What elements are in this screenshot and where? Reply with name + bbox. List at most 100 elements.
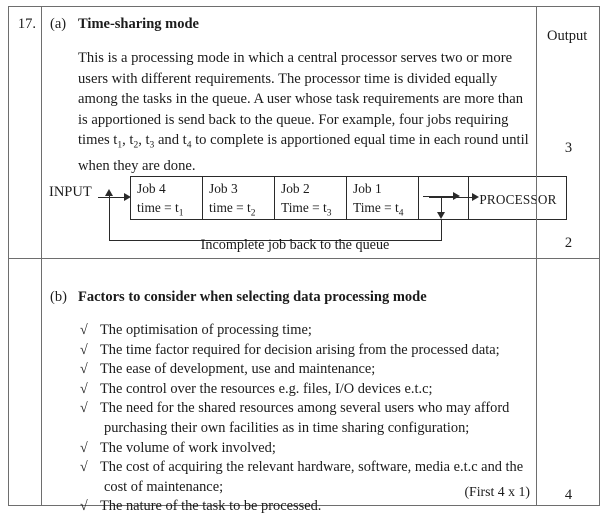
job-time: time = t2: [209, 198, 269, 223]
times-mid-1: , t: [122, 132, 134, 148]
marks-value-b: 4: [564, 487, 573, 503]
diagram-input-label: INPUT: [49, 184, 92, 200]
job-time-subscript: 4: [398, 208, 404, 219]
list-item: √ The volume of work involved;: [78, 439, 548, 459]
marking-note: (First 4 x 1): [464, 484, 530, 499]
times-suffix: to complete is apportioned equal time in…: [191, 132, 529, 148]
queue-transfer-cell: [419, 177, 469, 219]
output-to-feedback-line: [441, 197, 442, 215]
job-time: Time = t3: [281, 198, 341, 223]
check-icon: √: [80, 460, 88, 476]
list-item-text: The volume of work involved;: [100, 439, 276, 456]
subscript-4: 4: [186, 140, 192, 151]
answer-body-a: (a) Time-sharing mode This is a processi…: [42, 7, 567, 258]
list-item: √ The control over the resources e.g. fi…: [78, 380, 548, 400]
list-item-text: The optimisation of processing time;: [100, 322, 312, 338]
times-mid-3: and t: [154, 132, 187, 148]
marks-value-a: 3: [564, 140, 573, 156]
job-time-prefix: Time = t: [281, 200, 327, 215]
feedback-vertical-line: [109, 195, 110, 240]
output-connector-line: [429, 197, 476, 198]
times-prefix: times t: [78, 132, 118, 148]
list-item: √ The need for the shared resources amon…: [78, 399, 548, 438]
job-time: Time = t4: [353, 198, 413, 223]
input-arrow-icon: [124, 193, 131, 201]
job-title: Job 3: [209, 181, 238, 196]
output-arrow-icon: [472, 193, 479, 201]
list-item-text: The need for the shared resources among …: [100, 400, 510, 417]
job-time: time = t1: [137, 198, 197, 223]
check-icon: √: [80, 342, 88, 358]
check-icon: √: [80, 401, 88, 417]
job-time-prefix: Time = t: [353, 200, 399, 215]
list-item: √ The optimisation of processing time;: [78, 321, 548, 341]
transfer-line: [423, 196, 456, 197]
job-time-subscript: 2: [250, 208, 256, 219]
check-icon: √: [80, 499, 88, 515]
job-time-subscript: 3: [326, 208, 332, 219]
queue-cell-job-4: Job 4 time = t1: [131, 177, 203, 219]
part-b-heading: Factors to consider when selecting data …: [78, 289, 427, 305]
paragraph-line: among the tasks in the queue. A user who…: [78, 91, 523, 107]
feedback-up-arrow-icon: [105, 189, 113, 196]
diagram-output-label: Output: [547, 28, 588, 44]
job-time-subscript: 1: [178, 208, 184, 219]
part-a-paragraph: This is a processing mode in which a cen…: [78, 48, 538, 176]
list-item-continuation: purchasing their own facilities as in ti…: [104, 419, 470, 436]
list-item-text: The cost of acquiring the relevant hardw…: [100, 459, 524, 476]
subscript-3: 3: [149, 140, 155, 151]
diagram-caption: Incomplete job back to the queue: [200, 237, 390, 253]
list-item-text: The ease of development, use and mainten…: [100, 361, 376, 378]
paragraph-line-with-subscripts: times t1, t2, t3 and t4 to complete is a…: [78, 130, 538, 156]
question-number-cell-b: [9, 259, 42, 506]
input-connector-line: [98, 197, 128, 198]
queue-cell-job-1: Job 1 Time = t4: [347, 177, 419, 219]
question-row-b: (b) Factors to consider when selecting d…: [9, 259, 600, 514]
list-item: √ The time factor required for decision …: [78, 341, 548, 361]
answer-body-b: (b) Factors to consider when selecting d…: [42, 259, 536, 514]
times-mid-2: , t: [138, 132, 150, 148]
check-icon: √: [80, 323, 88, 338]
paragraph-last-line: when they are done.: [78, 157, 196, 174]
list-item: √ The ease of development, use and maint…: [78, 360, 548, 380]
factors-list: √ The optimisation of processing time; √…: [78, 321, 548, 517]
part-a-letter: (a): [50, 16, 67, 32]
job-title: Job 2: [281, 181, 310, 196]
queue-cell-job-2: Job 2 Time = t3: [275, 177, 347, 219]
part-a-heading: Time-sharing mode: [78, 16, 199, 32]
part-b-letter: (b): [50, 289, 67, 305]
question-number-cell: 17.: [9, 7, 42, 258]
marks-value-diagram: 2: [564, 235, 573, 251]
subscript-2: 2: [133, 140, 139, 151]
marks-cell-b: 4: [536, 259, 600, 506]
exam-answer-table: 17. (a) Time-sharing mode This is a proc…: [8, 6, 600, 514]
list-item: √ The nature of the task to be processed…: [78, 497, 548, 517]
job-time-prefix: time = t: [209, 200, 251, 215]
list-item: √ The cost of acquiring the relevant har…: [78, 458, 548, 497]
queue-cell-job-3: Job 3 time = t2: [203, 177, 275, 219]
processor-cell: PROCESSOR: [479, 191, 557, 207]
list-item-text: The nature of the task to be processed.: [100, 498, 322, 515]
check-icon: √: [80, 362, 88, 378]
time-sharing-diagram: INPUT Job 4 time = t1 Job 3: [42, 162, 567, 257]
check-icon: √: [80, 440, 88, 456]
feedback-down-arrow-icon: [437, 212, 445, 219]
paragraph-line: This is a processing mode in which a cen…: [78, 50, 513, 66]
feedback-horizontal-line: [109, 240, 442, 241]
feedback-return-vertical-line: [441, 220, 442, 241]
job-title: Job 4: [137, 181, 166, 196]
job-time-prefix: time = t: [137, 200, 179, 215]
check-icon: √: [80, 381, 88, 397]
job-title: Job 1: [353, 181, 382, 196]
marks-cell-a: Output 3 2: [536, 7, 600, 258]
paragraph-line: is apportioned is send back to the queue…: [78, 111, 509, 128]
list-item-text: The time factor required for decision ar…: [100, 341, 500, 358]
subscript-1: 1: [117, 140, 123, 151]
queue-box-row: Job 4 time = t1 Job 3 time = t2 Job 2 Ti…: [130, 176, 567, 220]
list-item-continuation: cost of maintenance;: [104, 478, 224, 495]
paragraph-line: users with different requirements. The p…: [78, 70, 498, 87]
question-row-a: 17. (a) Time-sharing mode This is a proc…: [9, 7, 600, 259]
transfer-arrow-icon: [453, 192, 460, 200]
list-item-text: The control over the resources e.g. file…: [100, 380, 433, 397]
question-number: 17.: [17, 16, 36, 32]
